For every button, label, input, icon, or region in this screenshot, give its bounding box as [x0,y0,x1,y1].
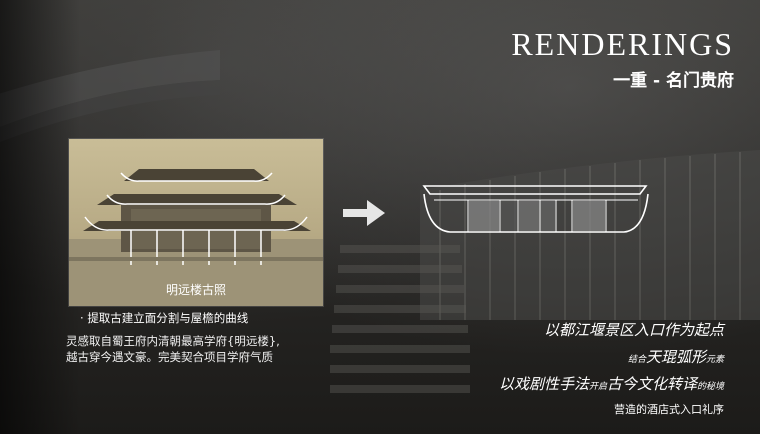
entrance-sketch [422,185,649,233]
title-chinese: 一重 - 名门贵府 [613,71,734,91]
dot-bullet: · [80,311,88,325]
title-english: RENDERINGS [511,26,734,62]
description-block: 灵感取自蜀王府内清朝最高学府{明远楼}, 越古穿今遇文豪。完美契合项目学府气质 [66,333,366,365]
arrow-right-icon [343,200,385,226]
concept-line-2-suffix: 元素 [705,355,724,365]
concept-line-3-b: 古今文化转译 [606,375,697,393]
concept-line-2-main: 天琨弧形 [645,348,706,366]
concept-line-3: 以戏剧性手法开启古今文化转译的秘境 [499,373,724,394]
pavilion-illustration [69,169,323,306]
concept-line-4: 营造的酒店式入口礼序 [614,403,724,416]
concept-line-2: 结合天琨弧形元素 [628,346,724,367]
concept-line-2-prefix: 结合 [627,355,646,365]
bullet-text: 提取古建立面分割与屋檐的曲线 [87,311,249,325]
photo-caption: 明远楼古照 [165,283,226,297]
slide-title: RENDERINGS 一重 - 名门贵府 [511,28,734,91]
background-stairs [330,245,470,393]
concept-line-3-a: 以戏剧性手法 [498,375,589,393]
historic-photo: 明远楼古照 [69,139,323,306]
concept-line-3-suffix: 的秘境 [696,382,724,392]
description-line-2: 越古穿今遇文豪。完美契合项目学府气质 [66,350,273,364]
background-shadow [0,0,80,434]
description-line-1: 灵感取自蜀王府内清朝最高学府{明远楼}, [66,334,280,348]
bullet-point: · 提取古建立面分割与屋檐的曲线 [80,310,248,326]
concept-line-1: 以都江堰景区入口作为起点 [543,321,724,339]
concept-line-3-small: 开启 [588,382,607,392]
